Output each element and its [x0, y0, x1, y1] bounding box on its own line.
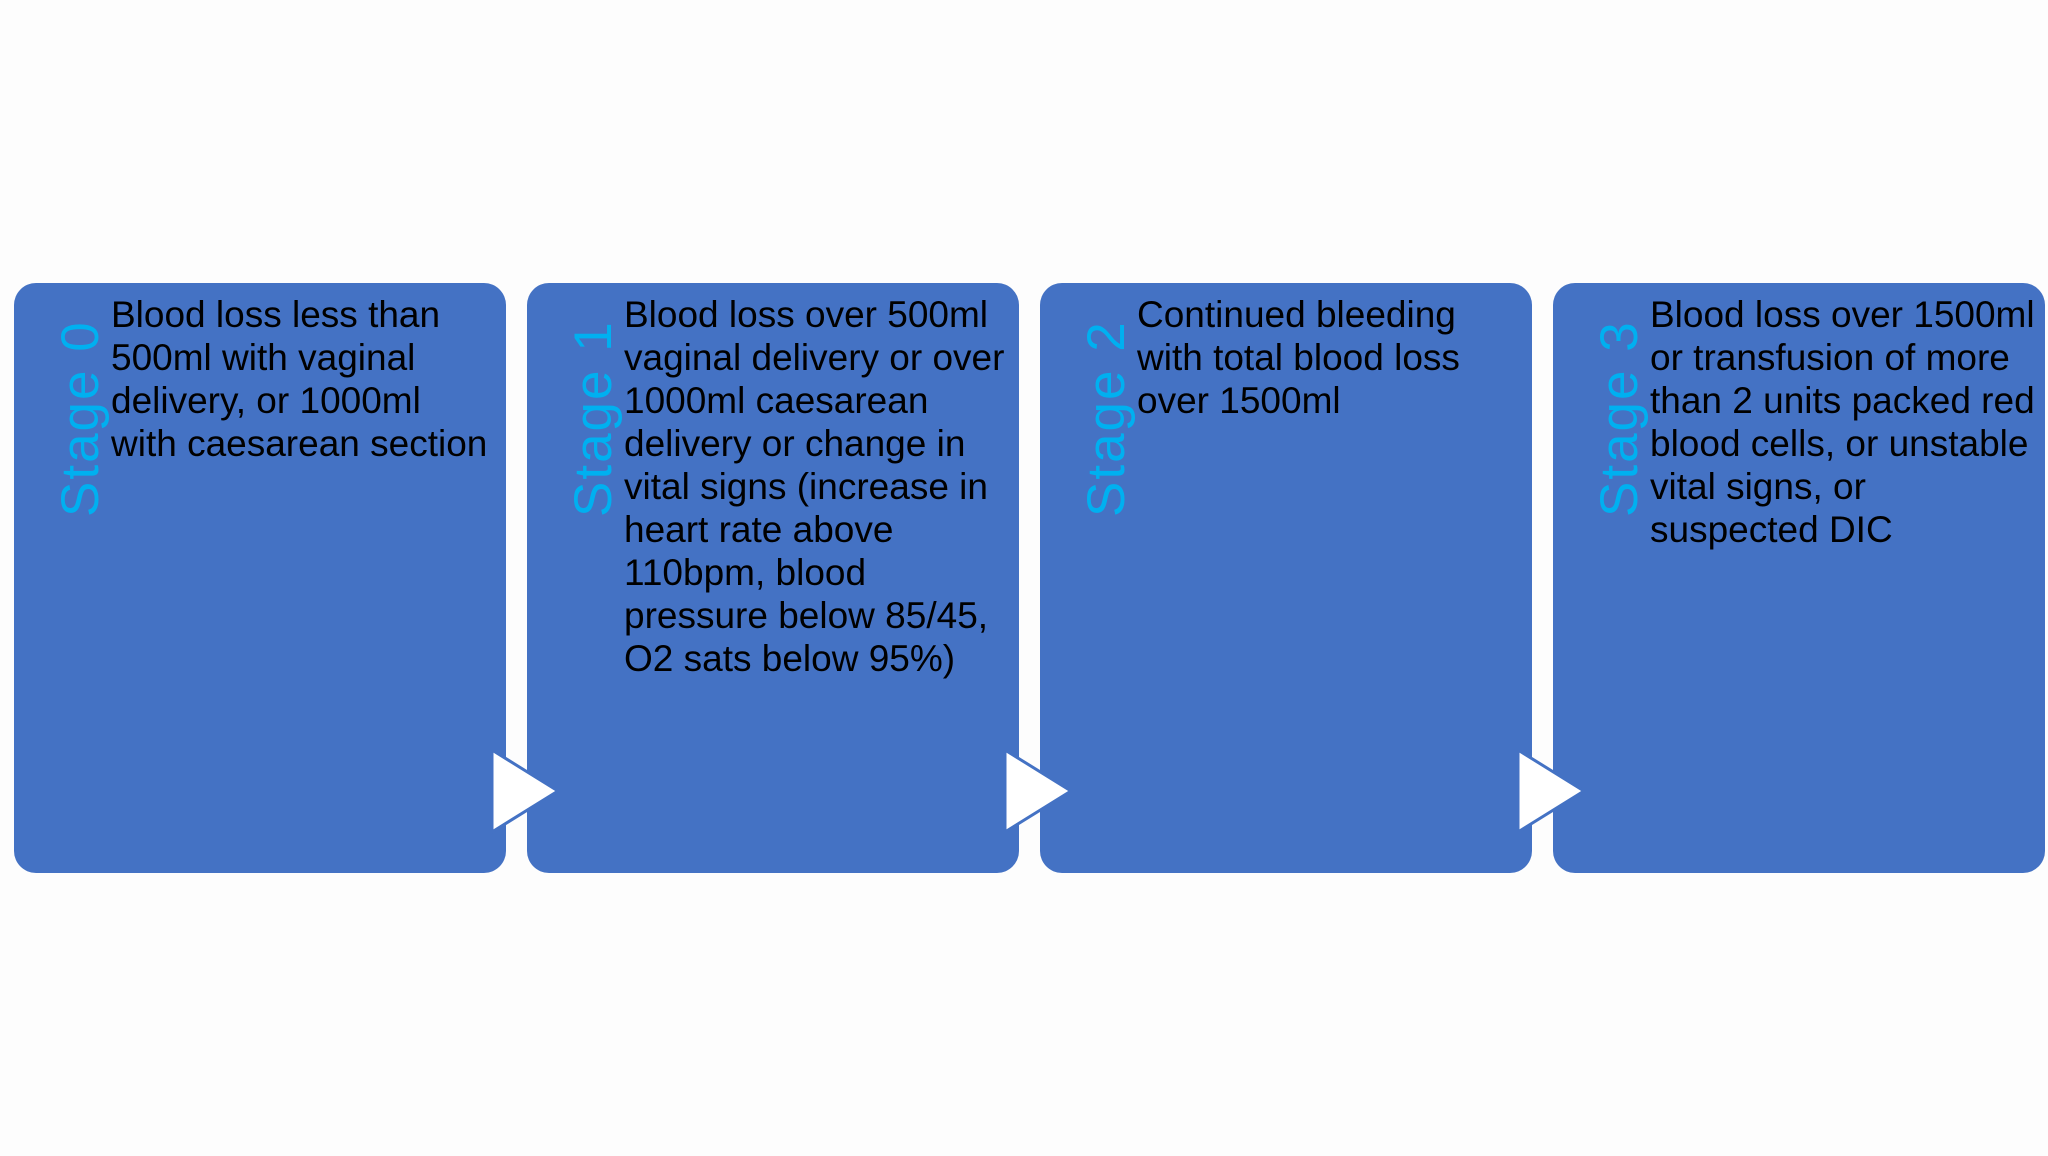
stage-card-0: Stage 0 Blood loss less than 500ml with …: [14, 283, 506, 873]
stage-label: Stage 2: [1077, 320, 1136, 517]
stage-description: Blood loss over 1500ml or transfusion of…: [1650, 294, 2035, 550]
stage-card-3: Stage 3 Blood loss over 1500ml or transf…: [1553, 283, 2045, 873]
stage-card-2: Stage 2 Continued bleeding with total bl…: [1040, 283, 1532, 873]
chevron-right-icon: [490, 748, 562, 834]
stage-card-1: Stage 1 Blood loss over 500ml vaginal de…: [527, 283, 1019, 873]
stage-label: Stage 3: [1590, 320, 1649, 517]
stage-description: Blood loss over 500ml vaginal delivery o…: [624, 294, 1005, 679]
chevron-right-icon: [1003, 748, 1075, 834]
stage-description: Blood loss less than 500ml with vaginal …: [111, 294, 488, 464]
stage-label: Stage 0: [51, 320, 110, 517]
chevron-right-icon: [1516, 748, 1588, 834]
stage-description: Continued bleeding with total blood loss…: [1137, 294, 1460, 421]
stage-label: Stage 1: [564, 320, 623, 517]
